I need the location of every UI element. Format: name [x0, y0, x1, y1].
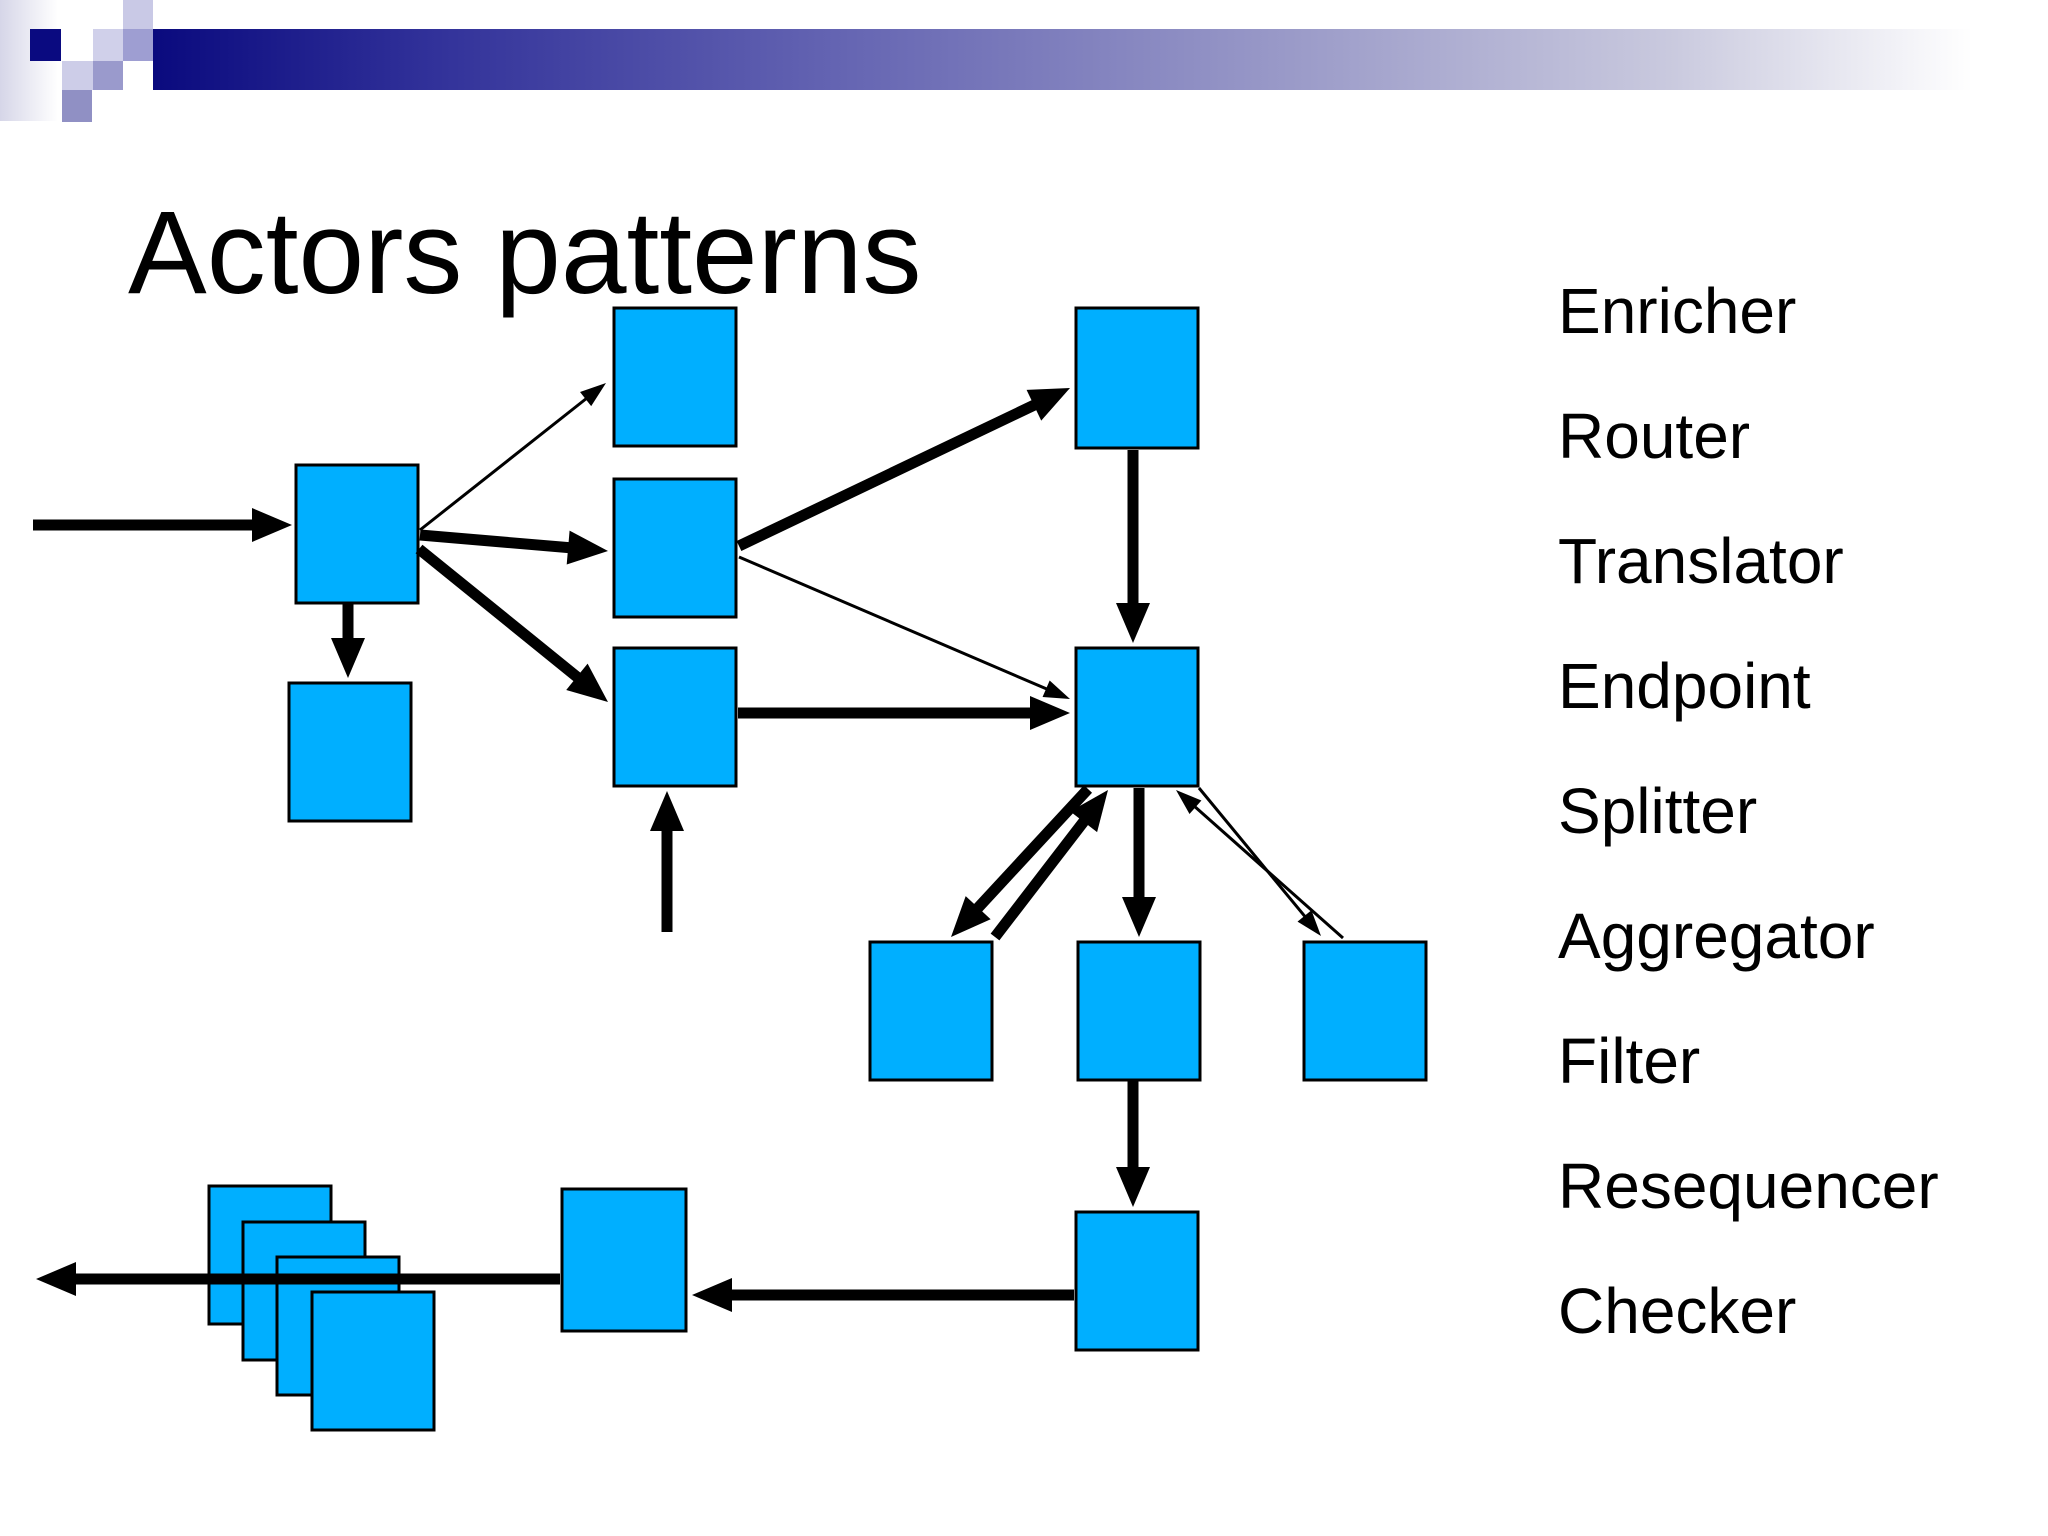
decoration-square-7 [62, 90, 92, 122]
decoration-square-2 [123, 0, 153, 29]
edge-hub-to-childright [1197, 787, 1321, 936]
page-title: Actors patterns [128, 187, 922, 320]
edge-checker-to-output [36, 1262, 560, 1296]
edge-low-to-hub [738, 696, 1070, 730]
pattern-label-aggregator: Aggregator [1558, 900, 1875, 972]
decoration-square-3 [93, 29, 123, 61]
pattern-label-filter: Filter [1558, 1025, 1701, 1097]
node-checker [560, 1187, 688, 1333]
node-child-left [868, 940, 994, 1082]
node-stack-4 [310, 1290, 436, 1432]
pattern-label-endpoint: Endpoint [1558, 650, 1811, 722]
edge-childleft-to-hub [990, 790, 1108, 941]
edge-mid-to-hub-thin [738, 555, 1070, 699]
node-top-right [1074, 306, 1200, 450]
edge-topright-to-hub [1116, 450, 1150, 643]
pattern-label-enricher: Enricher [1558, 275, 1797, 347]
decoration-square-5 [62, 61, 93, 90]
pattern-label-translator: Translator [1558, 525, 1844, 597]
pattern-label-router: Router [1558, 400, 1751, 472]
node-router [294, 463, 420, 605]
node-top-middle [612, 306, 738, 448]
node-hub [1074, 646, 1200, 788]
pattern-label-checker: Checker [1558, 1275, 1797, 1347]
edge-mid-to-topright [736, 388, 1070, 551]
edge-router-to-low-branch [415, 544, 608, 702]
edge-router-to-endpoint-left [331, 604, 365, 678]
edge-resequencer-to-checker [692, 1278, 1074, 1312]
decoration-square-6 [93, 61, 123, 90]
decoration-square-1 [30, 29, 61, 61]
edge-hub-to-childleft [951, 785, 1093, 937]
edge-childright-to-hub [1176, 790, 1344, 940]
header-bar [153, 29, 2048, 90]
node-child-right [1302, 940, 1428, 1082]
edge-input-to-router [33, 508, 292, 542]
node-endpoint-left [287, 681, 413, 823]
edge-router-to-mid-branch [419, 529, 608, 565]
edge-up-into-low [650, 791, 684, 932]
node-mid-middle [612, 477, 738, 619]
edge-childmid-to-resequencer [1116, 1081, 1150, 1207]
edge-hub-to-childmid [1122, 788, 1156, 937]
node-child-mid [1076, 940, 1202, 1082]
pattern-label-splitter: Splitter [1558, 775, 1758, 847]
pattern-label-resequencer: Resequencer [1558, 1150, 1939, 1222]
node-resequencer [1074, 1210, 1200, 1352]
decoration-square-4 [123, 29, 153, 61]
node-low-middle [612, 646, 738, 788]
edge-router-to-top-branch [419, 383, 606, 532]
